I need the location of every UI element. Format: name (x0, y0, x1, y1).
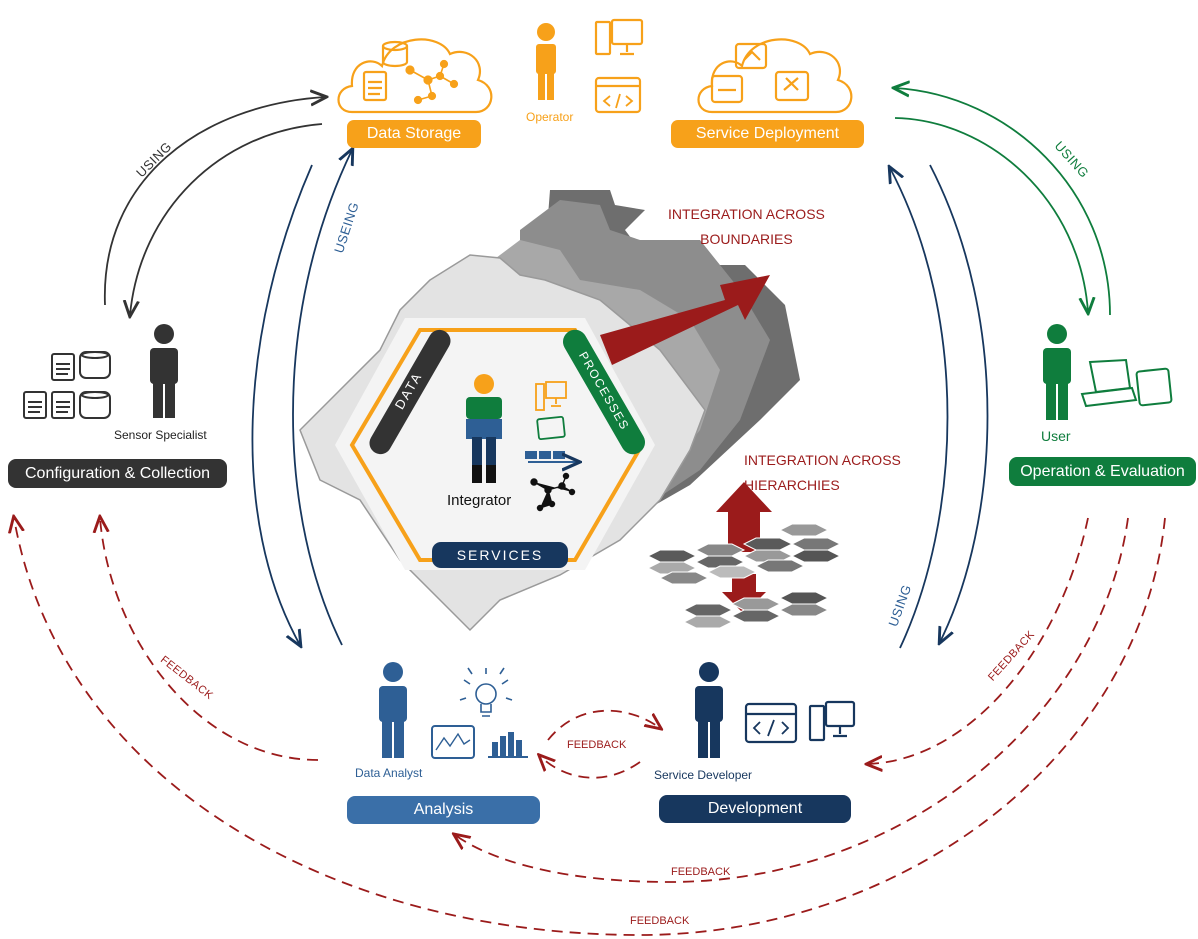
integration-boundaries-arrow (600, 275, 770, 365)
feedback-arrow-operation-to-development (868, 517, 1089, 764)
lightbulb-icon (459, 667, 513, 717)
using-arrow-operation-to-deployment (895, 88, 1111, 316)
operator-label: Operator (526, 110, 574, 124)
sensor-docs-icon (23, 351, 111, 419)
integrator-computer-icon (535, 381, 567, 411)
configuration-stage-label: Configuration & Collection (25, 464, 210, 482)
integration-boundaries-line2: BOUNDARIES (700, 231, 793, 247)
feedback-arrow-analysis-to-config (100, 518, 319, 761)
integrator-network-icon (530, 472, 576, 512)
service-deployment-stage: Service Deployment (671, 120, 864, 148)
integration-hierarchies-title: INTEGRATION ACROSS HIERARCHIES (744, 448, 901, 498)
using-arrow-config-to-storage (104, 97, 325, 306)
feedback-arrow-operation-to-analysis (455, 517, 1129, 883)
operator-computer-icon (594, 18, 644, 114)
analysis-stage-label: Analysis (413, 801, 474, 818)
user-icon (1043, 324, 1071, 420)
data-storage-stage-label: Data Storage (366, 125, 462, 142)
integrator-process-icon (525, 451, 578, 462)
integration-hierarchies-line2: HIERARCHIES (744, 477, 840, 493)
using-arrow-storage-to-config (130, 123, 323, 315)
sensor-specialist-label: Sensor Specialist (114, 428, 207, 442)
using-arrow-deployment-to-development (929, 164, 989, 642)
operator-icon (536, 23, 556, 100)
service-developer-icon (695, 662, 723, 758)
data-analyst-icon (379, 662, 407, 758)
feedback-arrow-analysis-to-development (547, 709, 660, 741)
user-label: User (1041, 428, 1071, 444)
integration-boundaries-line1: INTEGRATION ACROSS (668, 206, 825, 222)
integration-hierarchies-line1: INTEGRATION ACROSS (744, 452, 901, 468)
bar-chart-icon (488, 732, 528, 758)
data-storage-cloud-icon (337, 38, 493, 114)
user-laptop-icon (1080, 358, 1173, 408)
useing-arrow-analysis-to-storage (292, 150, 352, 646)
hex-services-label: SERVICES (456, 547, 544, 563)
dev-code-window-icon (744, 702, 798, 744)
integrator-label: Integrator (447, 492, 512, 509)
feedback-arrow-development-to-analysis (540, 756, 641, 779)
integration-boundaries-title: INTEGRATION ACROSS BOUNDARIES (668, 202, 825, 252)
operation-stage-label: Operation & Evaluation (1020, 462, 1185, 480)
configuration-stage: Configuration & Collection (8, 459, 227, 488)
integration-hierarchies-arrow (716, 482, 772, 614)
service-deployment-cloud-icon (697, 38, 853, 114)
useing-arrow-storage-to-analysis (251, 164, 313, 645)
using-arrow-development-to-deployment (890, 168, 949, 649)
operation-stage: Operation & Evaluation (1009, 457, 1196, 486)
data-storage-stage: Data Storage (347, 120, 481, 148)
dev-computer-icon (808, 700, 856, 742)
feedback-arrow-outer-bottom (14, 518, 1166, 936)
feedback-label-bottom1: FEEDBACK (671, 866, 731, 878)
service-developer-label: Service Developer (654, 768, 753, 782)
feedback-label-center: FEEDBACK (567, 739, 627, 751)
hex-tiles-graphic (646, 523, 842, 629)
line-chart-icon (431, 725, 475, 759)
development-stage: Development (659, 795, 851, 823)
analysis-stage: Analysis (347, 796, 540, 824)
hex-processes-label-pill (563, 329, 645, 455)
sensor-specialist-icon (150, 324, 178, 418)
hex-services-label-pill (432, 542, 568, 568)
hex-data-label-pill (369, 329, 451, 455)
development-stage-label: Development (707, 800, 803, 817)
service-deployment-stage-label: Service Deployment (695, 125, 840, 142)
data-analyst-label: Data Analyst (355, 766, 423, 780)
integrator-icon (466, 374, 502, 483)
using-arrow-deployment-to-operation (894, 117, 1088, 312)
feedback-label-bottom2: FEEDBACK (630, 915, 690, 927)
integrator-tablet-icon (536, 415, 566, 441)
